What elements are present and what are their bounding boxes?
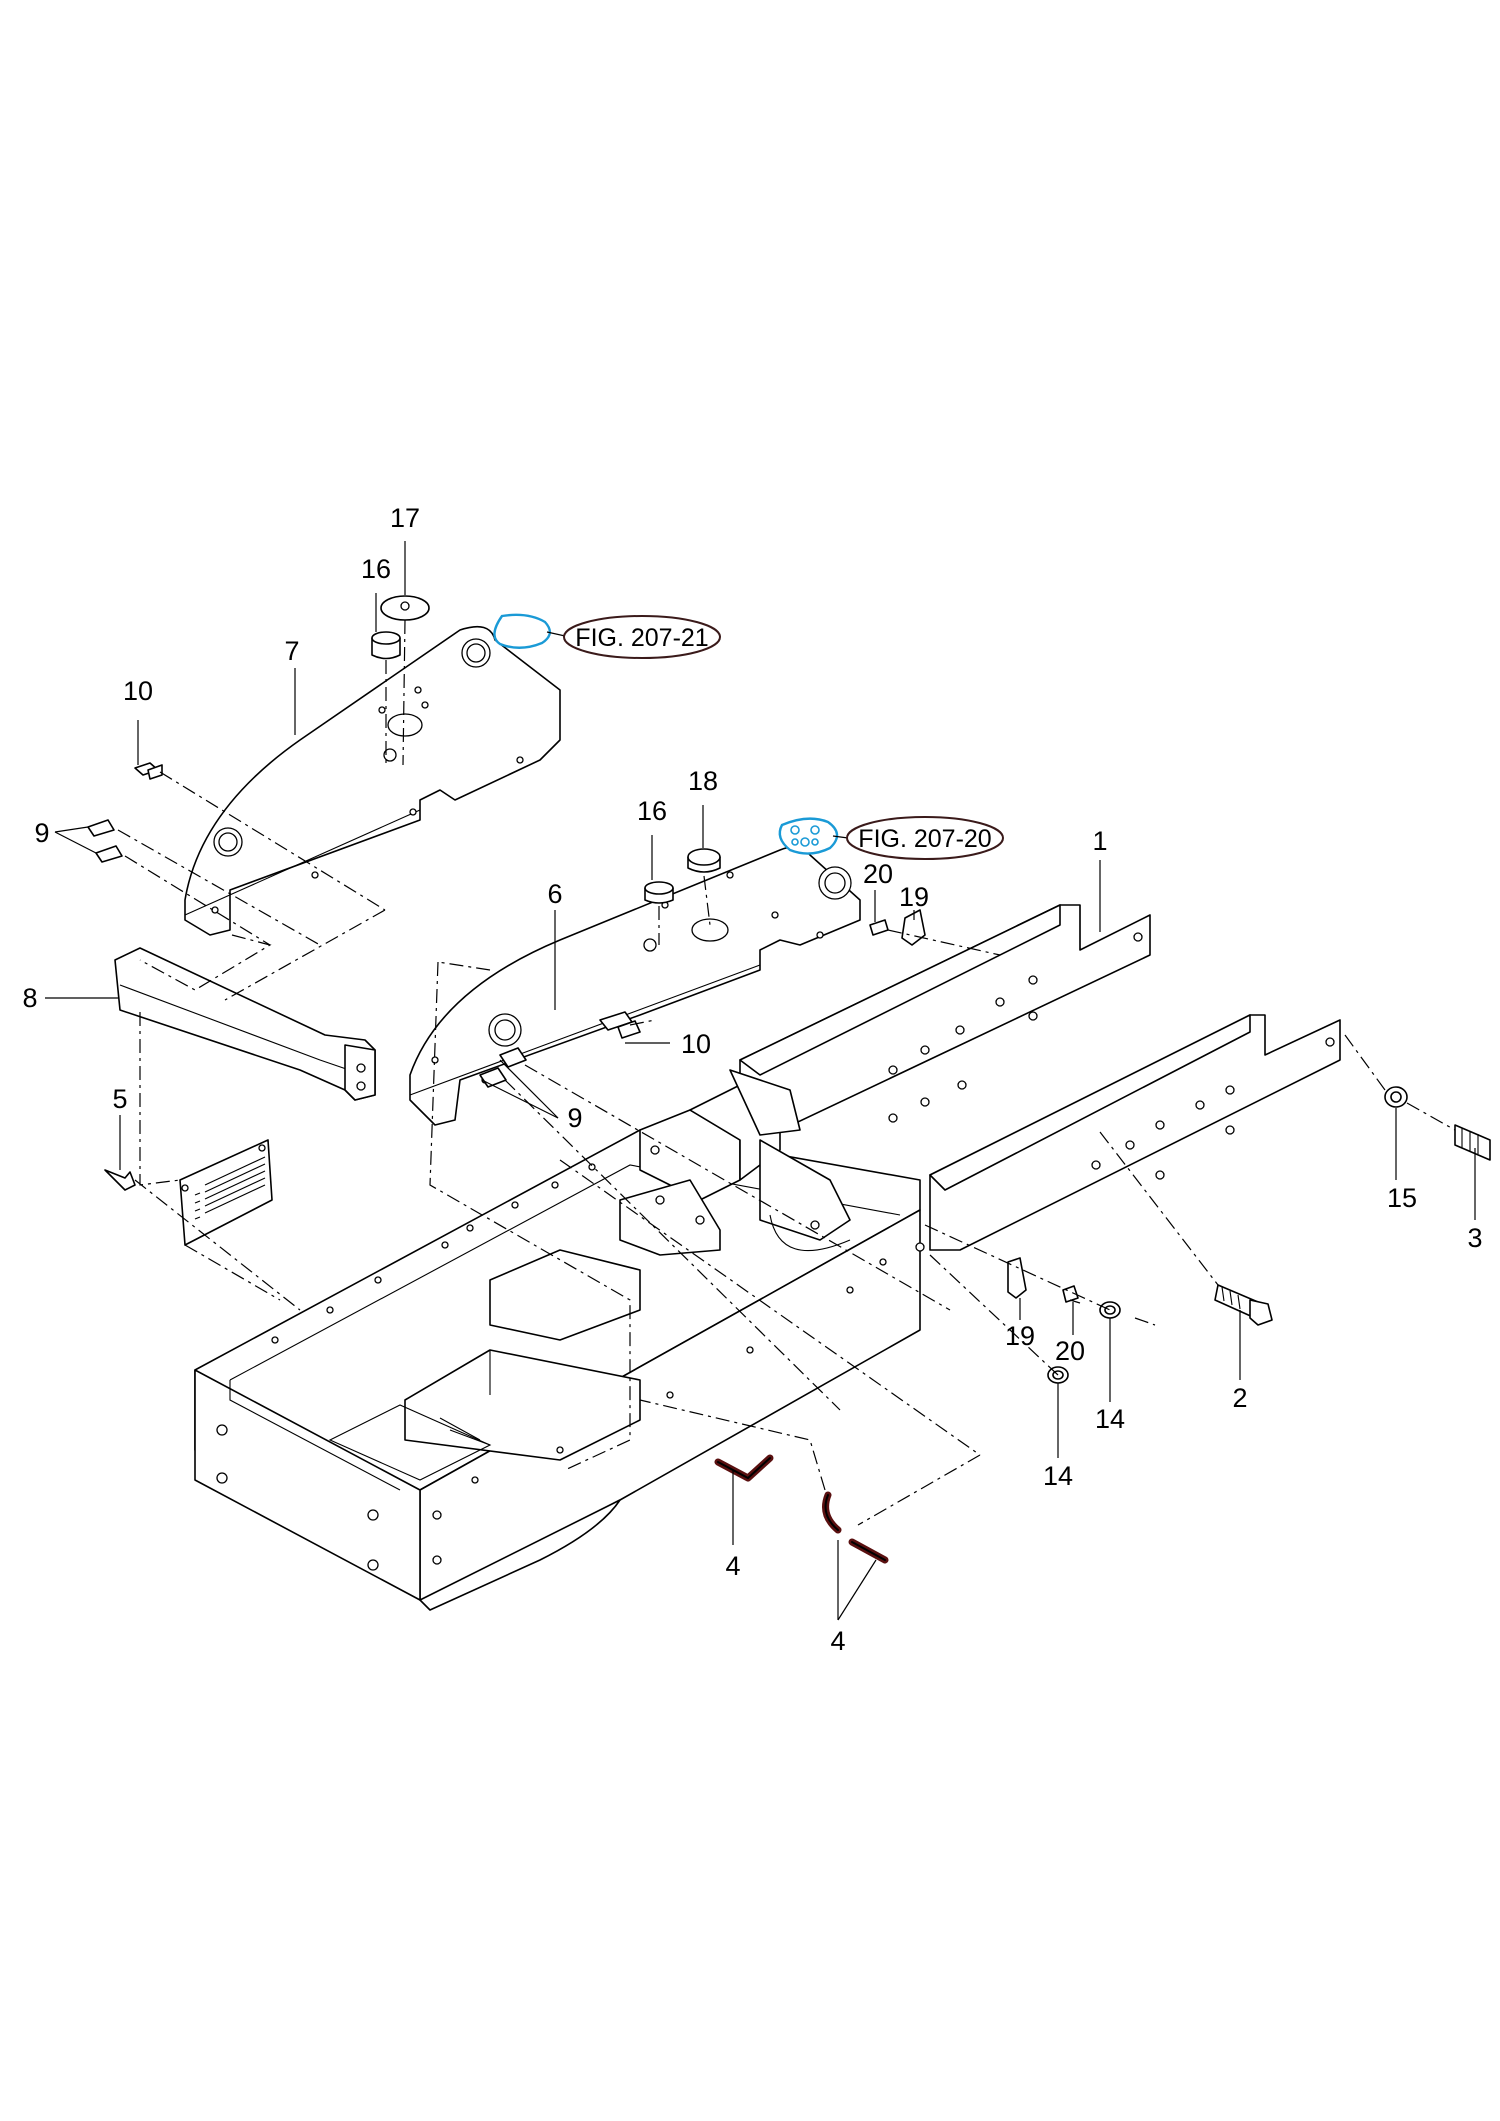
- part-3-lower-rail: [929, 1014, 1341, 1251]
- part-label-10: 10: [681, 1029, 711, 1059]
- part-label-10: 10: [123, 676, 153, 706]
- part-label-18: 18: [688, 766, 718, 796]
- part-label-1: 1: [1092, 826, 1107, 856]
- part-label-9: 9: [567, 1103, 582, 1133]
- center-bracket: [619, 1069, 851, 1256]
- part-label-19: 19: [1005, 1321, 1035, 1351]
- part-label-9: 9: [34, 818, 49, 848]
- part-label-14: 14: [1095, 1404, 1125, 1434]
- main-frame: [194, 1129, 925, 1611]
- part-label-16: 16: [637, 796, 667, 826]
- figure-ref-fig-207-21[interactable]: FIG. 207-21: [493, 613, 721, 659]
- fig-ref-label: FIG. 207-20: [858, 825, 991, 853]
- part-5-name-plate: [104, 1139, 273, 1246]
- part-label-6: 6: [547, 879, 562, 909]
- part-7-upper-guard: [184, 625, 561, 936]
- part-1-side-rail: [739, 904, 1151, 1141]
- part-labels: 1 2 3 4 4 5 6 7 8 9 9 10 10 14 14 15 16 …: [22, 503, 1482, 1656]
- leader-lines: [45, 541, 1476, 1621]
- hardware: [87, 595, 1491, 1384]
- part-label-7: 7: [284, 636, 299, 666]
- assembly-lines: [117, 619, 1456, 1526]
- part-label-16: 16: [361, 554, 391, 584]
- part-4-pins: [714, 1454, 889, 1564]
- part-label-17: 17: [390, 503, 420, 533]
- part-label-20: 20: [1055, 1336, 1085, 1366]
- part-label-15: 15: [1387, 1183, 1417, 1213]
- part-label-20: 20: [863, 859, 893, 889]
- part-8-front-cover: [114, 947, 376, 1101]
- part-label-3: 3: [1467, 1223, 1482, 1253]
- part-label-19: 19: [899, 882, 929, 912]
- part-label-4: 4: [725, 1551, 740, 1581]
- part-label-8: 8: [22, 983, 37, 1013]
- fig-ref-label: FIG. 207-21: [575, 624, 708, 652]
- part-label-14: 14: [1043, 1461, 1073, 1491]
- part-label-4: 4: [830, 1626, 845, 1656]
- part-label-2: 2: [1232, 1383, 1247, 1413]
- part-label-5: 5: [112, 1084, 127, 1114]
- figure-ref-fig-207-20[interactable]: FIG. 207-20: [778, 816, 1004, 860]
